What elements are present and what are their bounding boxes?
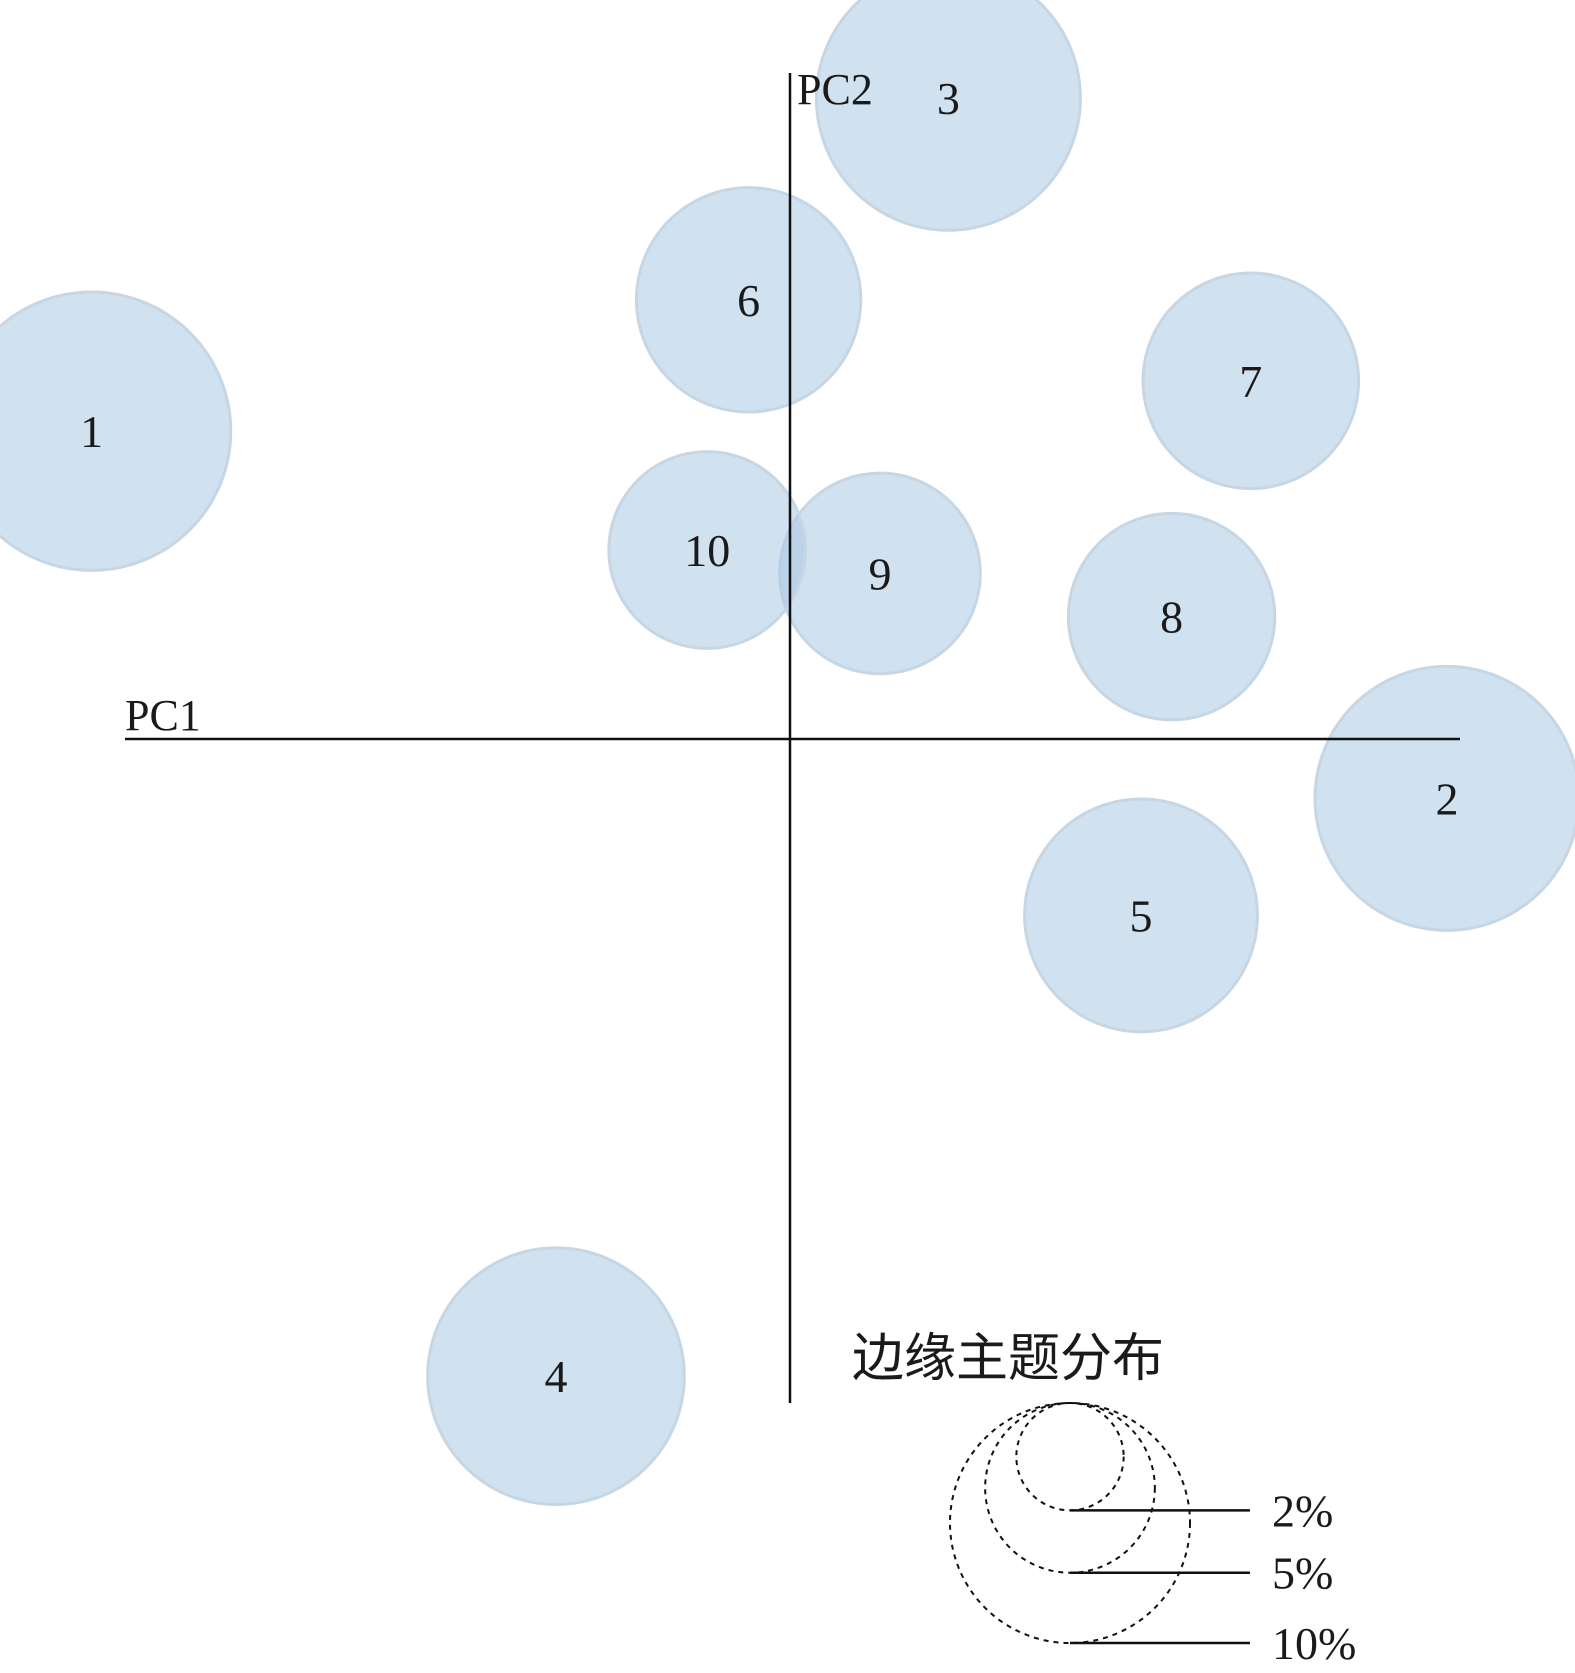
bubble-2 [1313, 664, 1575, 932]
bubble-4 [426, 1246, 686, 1506]
size-legend-circle-2 [1015, 1402, 1125, 1512]
bubble-7 [1141, 271, 1361, 491]
bubble-5 [1023, 797, 1259, 1034]
bubble-label-8: 8 [1160, 592, 1183, 643]
bubble-label-9: 9 [869, 548, 892, 599]
bubble-6 [634, 186, 863, 414]
bubble-label-5: 5 [1130, 890, 1153, 941]
size-legend-circle-10 [948, 1402, 1192, 1645]
bubble-label-6: 6 [737, 275, 760, 326]
size-legend: 边缘主题分布 2% 5% 10% [852, 1331, 1356, 1669]
axes: PC1 PC2 [125, 65, 1460, 1403]
size-legend-label-5: 5% [1272, 1548, 1333, 1599]
bubble-label-1: 1 [80, 406, 103, 457]
size-legend-title: 边缘主题分布 [852, 1331, 1164, 1388]
bubble-label-4: 4 [545, 1351, 568, 1402]
bubble-3 [814, 0, 1082, 232]
bubble-label-3: 3 [937, 73, 960, 124]
size-legend-label-10: 10% [1272, 1618, 1356, 1669]
pc2-axis-label: PC2 [797, 65, 873, 114]
point-label-layer: 1 2 3 4 5 6 7 8 9 10 [80, 73, 1458, 1402]
bubble-8 [1066, 511, 1277, 722]
bubble-label-2: 2 [1436, 773, 1459, 824]
bubble-layer [0, 0, 1575, 1506]
bubble-10 [607, 450, 808, 650]
bubble-label-7: 7 [1239, 356, 1262, 407]
bubble-1 [0, 290, 233, 572]
pc1-axis-label: PC1 [125, 691, 201, 740]
bubble-label-10: 10 [684, 525, 730, 576]
size-legend-label-2: 2% [1272, 1485, 1333, 1536]
size-legend-circle-5 [984, 1402, 1156, 1574]
